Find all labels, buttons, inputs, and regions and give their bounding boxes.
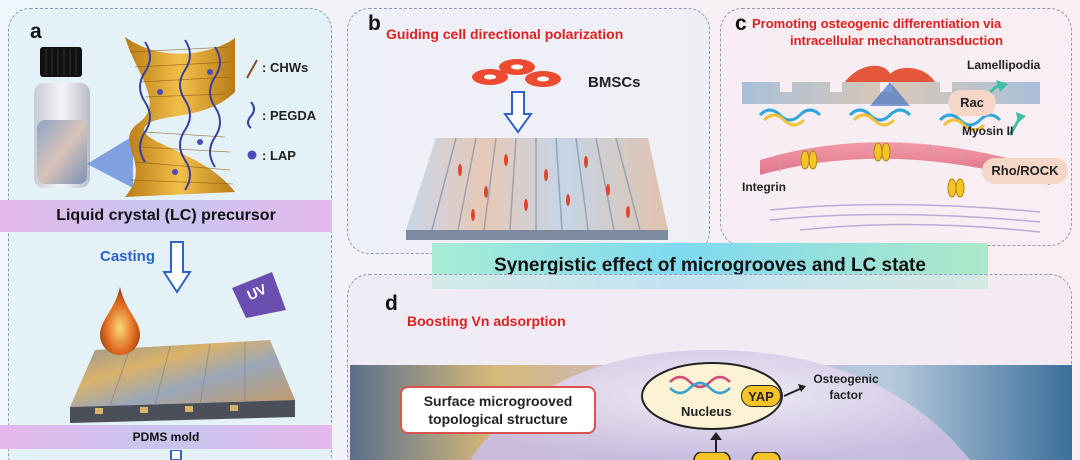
rac-label: Rac xyxy=(948,90,996,116)
panel-c-title-line2: intracellular mechanotransduction xyxy=(790,33,1004,48)
precursor-band: Liquid crystal (LC) precursor xyxy=(0,200,332,232)
dot-icon xyxy=(247,150,257,160)
squiggle-icon xyxy=(247,101,255,129)
panel-d-title: Boosting Vn adsorption xyxy=(407,313,566,329)
legend-chws-label: : CHWs xyxy=(262,60,309,75)
down-arrow-icon xyxy=(162,241,192,294)
panel-b-letter: b xyxy=(368,12,381,35)
integrin-label: Integrin xyxy=(742,180,786,194)
panel-b-title: Guiding cell directional polarization xyxy=(386,26,624,42)
down-arrow-stub-icon xyxy=(170,450,182,460)
mold-slab-icon xyxy=(70,287,295,423)
osteogenic-factor-line2: factor xyxy=(829,388,863,402)
yap-badge: YAP xyxy=(741,385,781,407)
mechanotransduction-illustration xyxy=(742,65,1050,233)
arrow-right-icon xyxy=(783,384,806,397)
nucleus-label: Nucleus xyxy=(681,404,732,419)
nucleus-icon xyxy=(641,362,783,430)
panel-c-letter: c xyxy=(735,12,747,35)
vial-icon xyxy=(34,47,90,188)
casting-label: Casting xyxy=(100,248,156,265)
down-arrow-icon xyxy=(503,91,533,134)
fiber-icon xyxy=(246,59,258,79)
panel-d-letter: d xyxy=(385,292,398,315)
panel-c-title-line1: Promoting osteogenic differentiation via xyxy=(752,16,1002,31)
rho-rock-label: Rho/ROCK xyxy=(982,158,1068,184)
mold-band: PDMS mold xyxy=(0,425,332,449)
surface-structure-line1: Surface microgrooved xyxy=(423,393,573,409)
uv-icon xyxy=(232,272,286,318)
lamellipodia-label: Lamellipodia xyxy=(967,58,1041,72)
magnify-wedge xyxy=(87,136,133,188)
osteogenic-factor-line1: Osteogenic xyxy=(813,372,879,386)
surface-structure-line2: topological structure xyxy=(428,411,568,427)
yap-badge-partial xyxy=(693,452,781,460)
grooved-scaffold-icon xyxy=(406,137,668,240)
cells-icon xyxy=(472,59,561,87)
legend-pegda-label: : PEGDA xyxy=(262,108,317,123)
legend-lap-label: : LAP xyxy=(262,148,296,163)
panel-a-letter: a xyxy=(30,20,42,43)
bmscs-label: BMSCs xyxy=(588,74,641,91)
lc-helix-icon xyxy=(125,37,235,197)
myosin-label: Myosin II xyxy=(962,124,1014,138)
surface-structure-box: Surface microgrooved topological structu… xyxy=(400,386,596,434)
